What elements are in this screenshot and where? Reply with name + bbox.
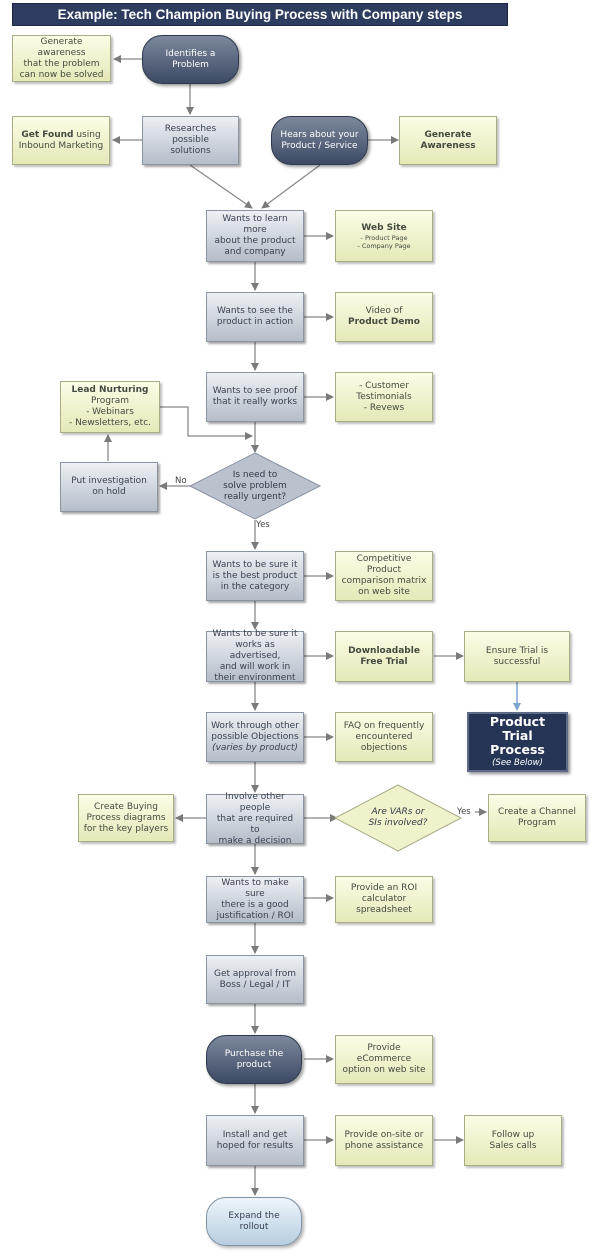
- edge-nurturing-to-decision: [160, 406, 253, 440]
- decision-vars-shape: [333, 784, 463, 852]
- note-get-found: Get Found using Inbound Marketing: [12, 116, 110, 165]
- decision-urgent-shape: [188, 452, 322, 520]
- edge-label-yes-vars: Yes: [457, 807, 471, 817]
- diagram-title: Example: Tech Champion Buying Process wi…: [12, 3, 508, 26]
- note-lead-nurturing: Lead Nurturing Program- Webinars- Newsle…: [60, 381, 160, 433]
- note-web-site: Web Site - Product Page - Company Page: [335, 210, 433, 262]
- edge-label-no: No: [175, 476, 187, 486]
- edge-researches-to-learn: [189, 164, 253, 209]
- node-product-trial-process: Product Trial Process (See Below): [467, 712, 568, 772]
- edge-label-yes: Yes: [256, 520, 270, 530]
- edge-hears-to-learn: [261, 164, 321, 209]
